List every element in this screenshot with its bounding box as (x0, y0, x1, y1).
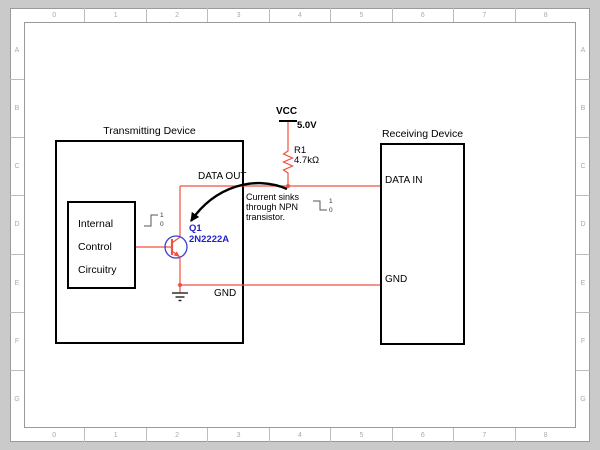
ruler-label: F (10, 311, 24, 370)
vcc-voltage-label: 5.0V (297, 120, 317, 131)
vcc-rail-label: VCC (276, 106, 298, 117)
net-label-data-out: DATA OUT (198, 171, 247, 182)
internal-circuitry-line: Control (78, 241, 112, 253)
ruler-label: 1 (84, 428, 145, 442)
ruler-label: G (10, 369, 24, 428)
transistor-ref-label: Q1 (189, 223, 202, 234)
receiving-device-title: Receiving Device (381, 128, 464, 140)
internal-circuitry-line: Circuitry (78, 264, 117, 276)
ruler-label: A (580, 47, 586, 55)
ruler-label: B (576, 79, 590, 137)
internal-circuitry-line: Internal (78, 218, 114, 230)
ruler-label: 1 (84, 8, 145, 22)
ruler-label: C (576, 137, 590, 195)
ruler-label: 4 (268, 8, 330, 22)
internal-circuitry-box: Internal Control Circuitry (67, 201, 136, 289)
ruler-label: 6 (391, 8, 453, 22)
ruler-label: 3 (207, 8, 268, 22)
ruler-label: 2 (145, 8, 207, 22)
resistor-value-label: 4.7kΩ (294, 155, 320, 166)
sheet-border (24, 22, 576, 428)
ruler-label: A (14, 47, 20, 55)
pin-label-gnd: GND (385, 274, 408, 285)
ruler-label: 6 (391, 428, 453, 442)
ruler-label: 0 (52, 431, 57, 439)
ruler-label: B (10, 79, 24, 137)
ruler-label: E (10, 253, 24, 312)
ruler-label: 8 (514, 8, 576, 22)
receiving-device-box (380, 143, 465, 345)
ruler-label: D (576, 195, 590, 253)
annotation-line: through NPN (246, 202, 299, 212)
ruler-label: C (10, 137, 24, 195)
ruler-label: 7 (453, 428, 514, 442)
ruler-label: 7 (453, 8, 514, 22)
resistor-ref-label: R1 (294, 145, 307, 156)
sheet-frame (10, 8, 590, 442)
ruler-label: E (576, 253, 590, 312)
transmitting-device-title: Transmitting Device (103, 125, 196, 137)
net-label-gnd: GND (214, 288, 237, 299)
ruler-label: 0 (52, 11, 57, 19)
ruler-label: G (576, 369, 590, 428)
ruler-label: 5 (330, 8, 391, 22)
ruler-label: 3 (207, 428, 268, 442)
annotation-text: Current sinks through NPN transistor. (246, 192, 299, 222)
ruler-label: D (10, 195, 24, 253)
annotation-line: Current sinks (246, 192, 300, 202)
transmitting-device-box (55, 140, 244, 344)
annotation-line: transistor. (246, 212, 286, 222)
ruler-label: 5 (330, 428, 391, 442)
pin-label-data-in: DATA IN (385, 175, 423, 186)
transistor-part-label: 2N2222A (189, 234, 230, 245)
ruler-label: 2 (145, 428, 207, 442)
ruler-label: 4 (268, 428, 330, 442)
ruler-label: 8 (514, 428, 576, 442)
ruler-label: F (576, 311, 590, 370)
